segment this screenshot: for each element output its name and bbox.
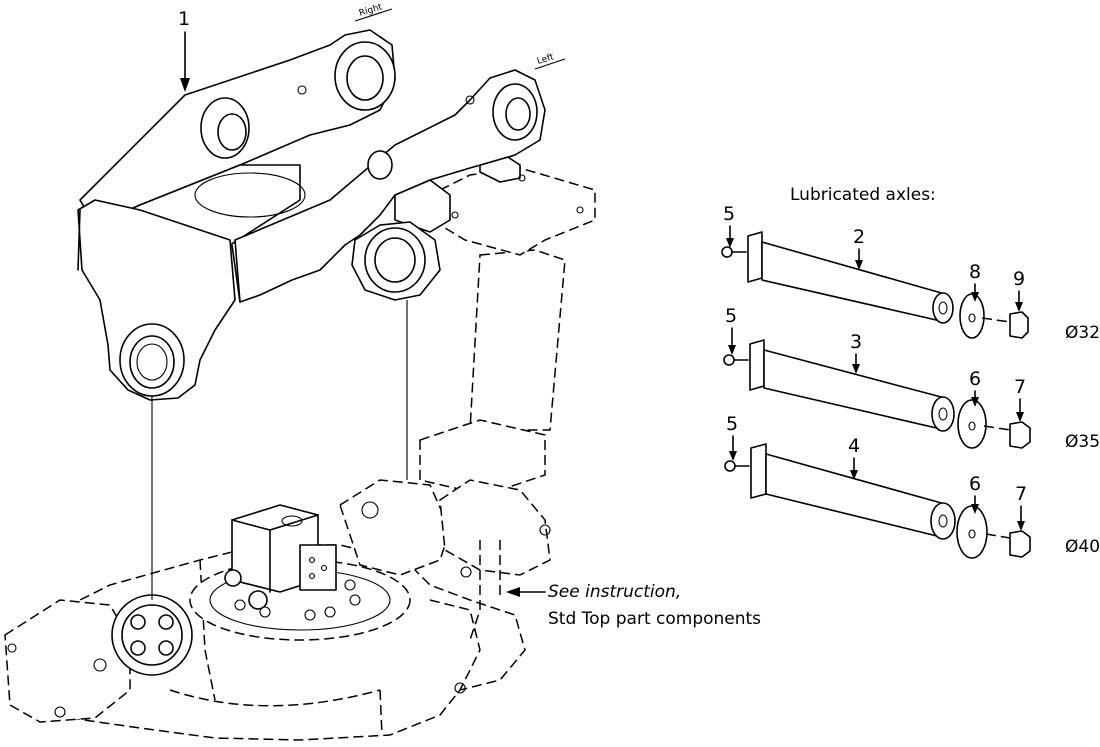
- callout-label-5c: 5: [726, 413, 738, 435]
- swivel-valve-block: [189, 504, 411, 641]
- callout-label-9: 9: [1013, 268, 1025, 290]
- diameter-label-d32: Ø32: [1065, 323, 1100, 343]
- callout-label-6a: 6: [969, 368, 981, 390]
- callout-1: 1: [178, 8, 190, 92]
- callout-label-6b: 6: [969, 473, 981, 495]
- callout-label-2: 2: [853, 226, 865, 248]
- side-label-right: Right: [354, 2, 393, 22]
- side-label-left: Left: [534, 52, 566, 70]
- callout-label-5b: 5: [725, 305, 737, 327]
- lubricated-axles-title: Lubricated axles:: [790, 185, 936, 205]
- callout-label-7b: 7: [1015, 483, 1027, 505]
- note-line-1: See instruction,: [548, 582, 681, 602]
- callout-label-1: 1: [178, 8, 190, 30]
- callout-label-3: 3: [850, 331, 862, 353]
- hydraulic-motor-left: [4, 594, 193, 723]
- diameter-label-d35: Ø35: [1065, 432, 1100, 452]
- diameter-label-d40: Ø40: [1065, 537, 1100, 557]
- tilt-cylinder-phantom: [339, 249, 566, 694]
- projection-lines: [151, 300, 408, 600]
- note-line-2: Std Top part components: [548, 609, 761, 629]
- axle-row-d40: 5 4 6 7 Ø40: [724, 413, 1100, 559]
- callout-label-8: 8: [969, 261, 981, 283]
- instruction-note: See instruction, Std Top part components: [506, 582, 761, 629]
- callout-label-5a: 5: [723, 203, 735, 225]
- callout-label-4: 4: [848, 435, 860, 457]
- axle-row-d32: 5 2 8 9 Ø32: [721, 203, 1100, 343]
- callout-label-7a: 7: [1014, 376, 1026, 398]
- left-label: Left: [536, 52, 556, 67]
- coupler-frame: [77, 29, 546, 401]
- axle-row-d35: 5 3 6 7 Ø35: [723, 305, 1100, 452]
